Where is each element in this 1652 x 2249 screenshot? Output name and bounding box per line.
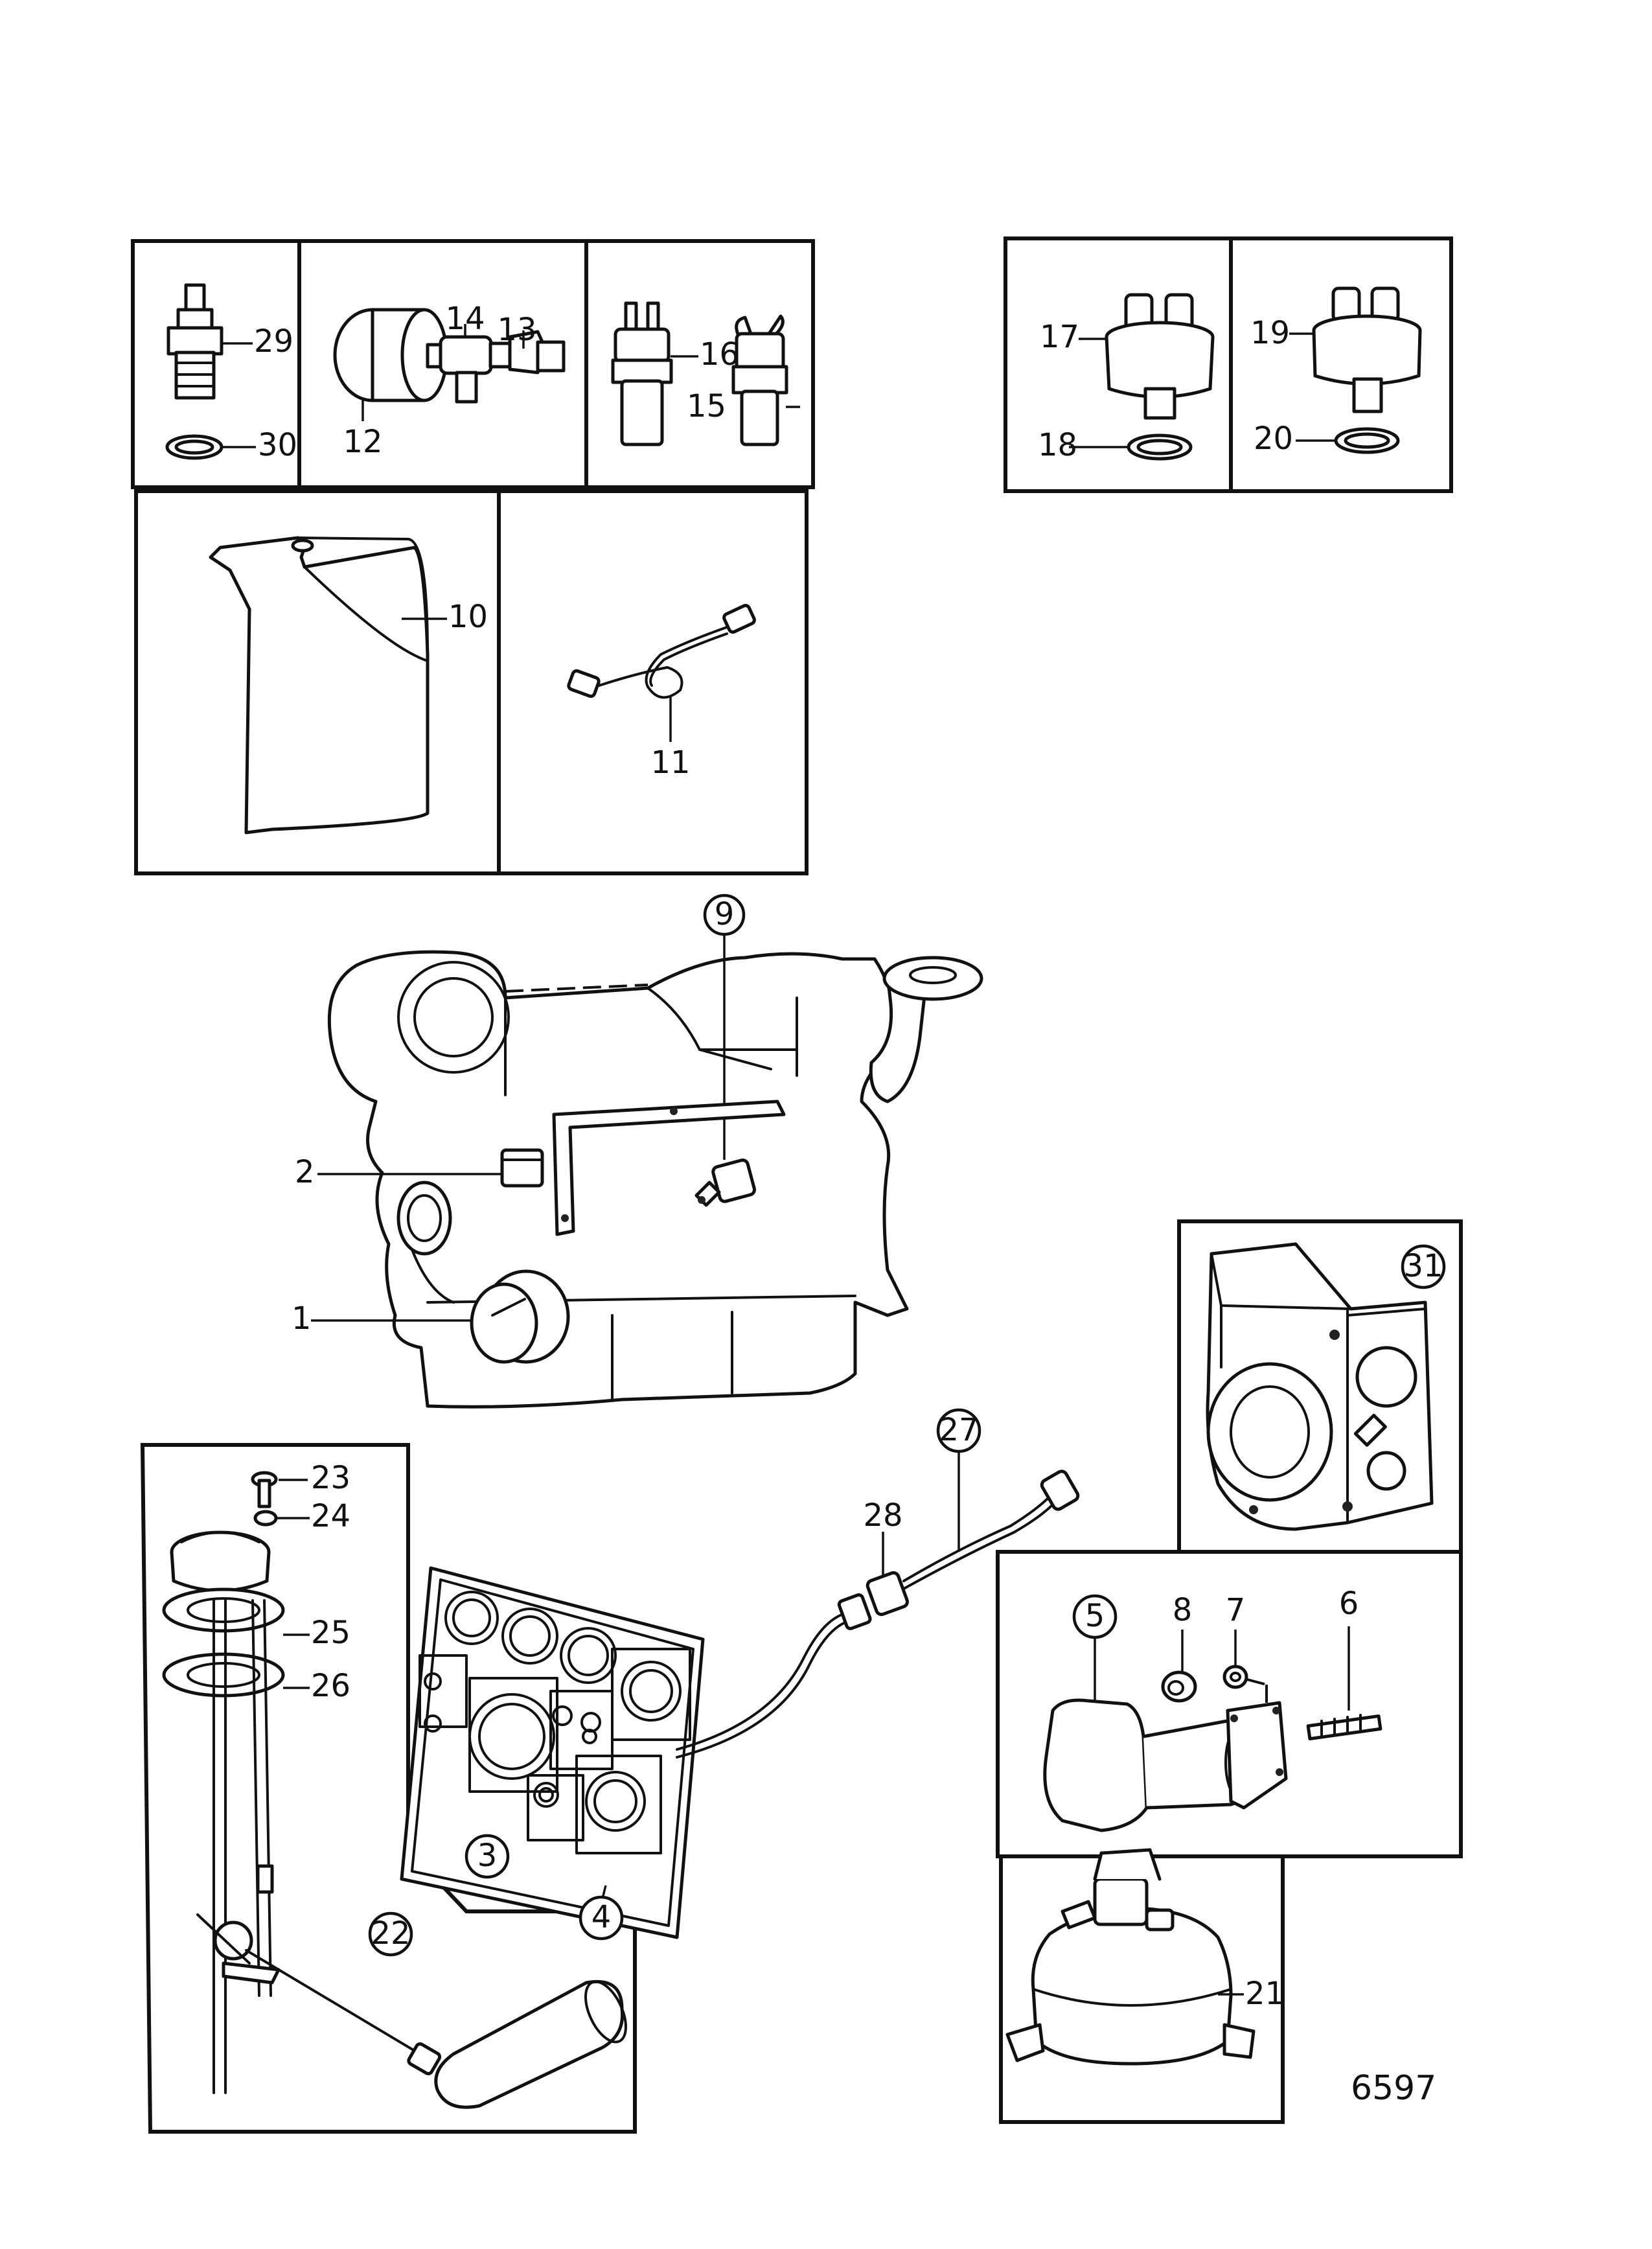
washer-24 bbox=[253, 1510, 310, 1527]
cover-10 bbox=[209, 536, 447, 835]
stud-6 bbox=[1306, 1626, 1382, 1741]
washer-7 bbox=[1222, 1630, 1268, 1711]
label-15: 15 bbox=[687, 388, 726, 424]
label-10: 10 bbox=[448, 599, 488, 635]
bracket bbox=[552, 1100, 786, 1236]
label-21: 21 bbox=[1245, 1976, 1285, 2012]
engine-block bbox=[327, 950, 983, 1409]
sealing-washer-18 bbox=[1069, 433, 1193, 461]
label-14: 14 bbox=[445, 301, 485, 337]
pressure-switch-19 bbox=[1289, 286, 1422, 413]
label-8: 8 bbox=[1173, 1592, 1193, 1628]
label-12: 12 bbox=[343, 424, 382, 460]
label-3: 3 bbox=[477, 1838, 498, 1874]
sealing-washer-20 bbox=[1296, 427, 1400, 454]
label-24: 24 bbox=[311, 1498, 350, 1534]
pressure-switch-17 bbox=[1079, 293, 1215, 420]
connector-5 bbox=[1043, 1594, 1288, 1832]
nut-8 bbox=[1161, 1630, 1197, 1703]
adapter-cable-27 bbox=[902, 1408, 1080, 1590]
cable-harness-11 bbox=[567, 604, 756, 742]
label-17: 17 bbox=[1040, 319, 1079, 355]
housing-31 bbox=[1206, 1242, 1446, 1531]
fuel-level-sender-22 bbox=[162, 1530, 627, 2109]
screw-23 bbox=[251, 1471, 308, 1508]
adapter-14 bbox=[439, 324, 493, 404]
label-9: 9 bbox=[715, 896, 735, 932]
label-31: 31 bbox=[1403, 1248, 1443, 1284]
label-1: 1 bbox=[292, 1300, 312, 1337]
label-13: 13 bbox=[497, 312, 536, 348]
sender-9 bbox=[694, 894, 756, 1207]
panel-cable-28 bbox=[676, 1532, 909, 1759]
label-27: 27 bbox=[939, 1412, 978, 1448]
relay-21 bbox=[1005, 1848, 1256, 2066]
temperature-sender-29 bbox=[166, 283, 253, 400]
label-28: 28 bbox=[863, 1497, 902, 1534]
figure-number: 6597 bbox=[1351, 2069, 1436, 2108]
part-1 bbox=[311, 1269, 570, 1364]
label-2: 2 bbox=[295, 1154, 315, 1190]
label-29: 29 bbox=[254, 323, 293, 360]
sensor-panel-frames bbox=[131, 239, 815, 875]
label-11: 11 bbox=[650, 744, 690, 781]
temperature-switch-16 bbox=[611, 301, 698, 446]
label-7: 7 bbox=[1226, 1592, 1246, 1628]
instrument-panel-3 bbox=[400, 1566, 705, 1939]
label-26: 26 bbox=[311, 1668, 350, 1704]
sealing-washer-30 bbox=[165, 434, 256, 460]
callout-circle-3 bbox=[465, 1834, 510, 1879]
label-25: 25 bbox=[311, 1615, 350, 1651]
label-23: 23 bbox=[311, 1460, 350, 1496]
pressure-sender-frames bbox=[1004, 236, 1453, 493]
label-5: 5 bbox=[1085, 1598, 1105, 1634]
label-6: 6 bbox=[1339, 1586, 1359, 1622]
label-18: 18 bbox=[1038, 427, 1077, 463]
label-19: 19 bbox=[1250, 315, 1290, 351]
label-4: 4 bbox=[591, 1899, 612, 1935]
sensor-13 bbox=[488, 330, 566, 375]
temperature-switch-15 bbox=[731, 314, 800, 446]
label-16: 16 bbox=[700, 336, 739, 373]
oil-pressure-sender-12 bbox=[333, 308, 452, 421]
label-22: 22 bbox=[371, 1915, 410, 1952]
label-20: 20 bbox=[1254, 421, 1293, 457]
callout-circle-4 bbox=[579, 1895, 624, 1941]
part-2 bbox=[317, 1148, 544, 1188]
label-30: 30 bbox=[258, 427, 297, 463]
